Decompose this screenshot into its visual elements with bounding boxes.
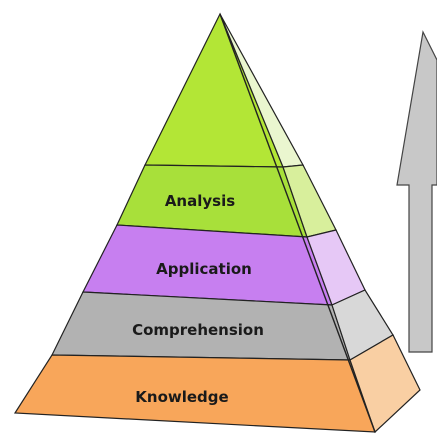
layer-label-analysis: Analysis — [165, 192, 235, 210]
layer-label-knowledge: Knowledge — [135, 388, 228, 406]
layer-label-comprehension: Comprehension — [132, 321, 264, 339]
pyramid-edge — [219, 13, 376, 433]
layer-label-application: Application — [156, 260, 252, 278]
arrow-up-icon — [396, 30, 437, 353]
